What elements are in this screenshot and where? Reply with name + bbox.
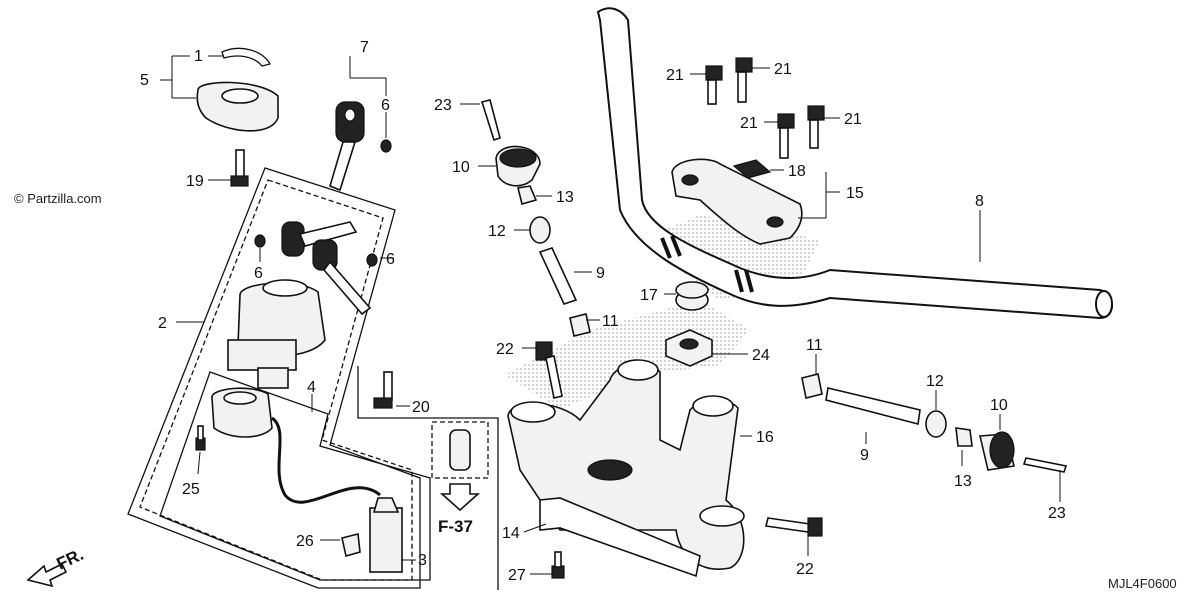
callout-13a: 13 xyxy=(556,189,574,206)
shaft-9-right xyxy=(825,387,921,426)
knurl-left xyxy=(660,235,682,259)
callout-23b: 23 xyxy=(1048,505,1066,522)
handlebar-end xyxy=(1095,290,1113,318)
callout-3: 3 xyxy=(418,552,427,569)
reference-box-f37: F-37 xyxy=(431,421,489,536)
callout-21b: 21 xyxy=(774,61,792,78)
screw-27 xyxy=(551,551,565,579)
nut-11-right xyxy=(801,373,823,399)
handlebar xyxy=(596,7,1113,320)
kill-switch-assembly xyxy=(211,387,403,573)
spacer-12-right xyxy=(925,410,947,438)
collar-13-right xyxy=(955,427,973,447)
clip-26 xyxy=(341,533,361,558)
grommet-right xyxy=(366,253,378,267)
plate-18 xyxy=(732,159,772,179)
callout-8: 8 xyxy=(975,193,984,210)
ignition-switch xyxy=(227,221,372,389)
callout-11a: 11 xyxy=(602,313,619,330)
grommet-top xyxy=(380,139,392,153)
leader-lines xyxy=(160,55,1061,575)
bolt-19 xyxy=(230,149,249,187)
bolt-21-a xyxy=(705,65,723,105)
callout-19: 19 xyxy=(186,173,204,190)
callout-6a: 6 xyxy=(381,97,390,114)
callout-6b: 6 xyxy=(254,265,263,282)
front-indicator: FR. xyxy=(26,545,87,588)
front-arrow-icon xyxy=(26,562,68,588)
spacer-12-top xyxy=(529,216,551,244)
snap-ring xyxy=(221,47,271,67)
reference-arrow-icon xyxy=(439,483,481,512)
callout-12a: 12 xyxy=(488,223,506,240)
bolt-22-top xyxy=(535,341,563,399)
bolt-21-b xyxy=(735,57,753,103)
callout-23a: 23 xyxy=(434,97,452,114)
upper-holder xyxy=(671,158,803,245)
cap-17 xyxy=(675,281,709,311)
callout-24: 24 xyxy=(752,347,770,364)
shaft-9-top xyxy=(538,247,578,305)
callout-10b: 10 xyxy=(990,397,1008,414)
bolt-21-d xyxy=(807,105,825,149)
knurl-right xyxy=(734,269,754,293)
callout-17: 17 xyxy=(640,287,658,304)
callout-25: 25 xyxy=(182,481,200,498)
callout-22a: 22 xyxy=(496,341,514,358)
bolt-21-c xyxy=(777,113,795,159)
callout-15: 15 xyxy=(846,185,864,202)
bar-end-weight-right xyxy=(979,431,1015,471)
callout-11b: 11 xyxy=(806,337,823,354)
screw-23-right xyxy=(1022,457,1068,473)
callout-6c: 6 xyxy=(386,251,395,268)
callout-14: 14 xyxy=(502,525,520,542)
diagram-code: MJL4F0600 xyxy=(1108,576,1177,591)
nut-24 xyxy=(665,329,713,367)
switch-frame xyxy=(159,371,431,581)
callout-12b: 12 xyxy=(926,373,944,390)
callout-10a: 10 xyxy=(452,159,470,176)
key xyxy=(329,101,365,192)
callout-21c: 21 xyxy=(740,115,758,132)
callout-16: 16 xyxy=(756,429,774,446)
collar-13-top xyxy=(517,185,538,205)
callout-18: 18 xyxy=(788,163,806,180)
watermark-text: © Partzilla.com xyxy=(14,191,102,206)
screw-23-top xyxy=(480,99,501,142)
ignition-frame-inner xyxy=(139,179,413,581)
shading-center xyxy=(505,300,750,410)
callout-27: 27 xyxy=(508,567,526,584)
callout-4: 4 xyxy=(307,379,316,396)
bolt-22-bottom xyxy=(765,517,823,537)
callout-20: 20 xyxy=(412,399,430,416)
callout-7: 7 xyxy=(360,39,369,56)
ignition-frame-outer xyxy=(127,167,421,589)
bolt-20 xyxy=(373,371,393,409)
bar-end-weight-top xyxy=(495,145,541,187)
callout-21d: 21 xyxy=(844,111,862,128)
callouts: 1 5 7 6 19 6 6 2 4 20 25 26 3 23 10 13 1… xyxy=(140,39,1066,584)
ref-frame xyxy=(357,366,499,590)
callout-9a: 9 xyxy=(596,265,605,282)
bracket-14 xyxy=(539,497,701,578)
callout-21a: 21 xyxy=(666,67,684,84)
screw-25 xyxy=(195,425,206,451)
callout-9b: 9 xyxy=(860,447,869,464)
switch-cover xyxy=(196,81,279,132)
callout-13b: 13 xyxy=(954,473,972,490)
callout-5: 5 xyxy=(140,72,149,89)
grommet-left xyxy=(254,234,266,248)
callout-22b: 22 xyxy=(796,561,814,578)
reference-label: F-37 xyxy=(438,517,473,536)
callout-2: 2 xyxy=(158,315,167,332)
nut-11-top xyxy=(569,313,591,337)
callout-1: 1 xyxy=(194,48,203,65)
callout-26: 26 xyxy=(296,533,314,550)
